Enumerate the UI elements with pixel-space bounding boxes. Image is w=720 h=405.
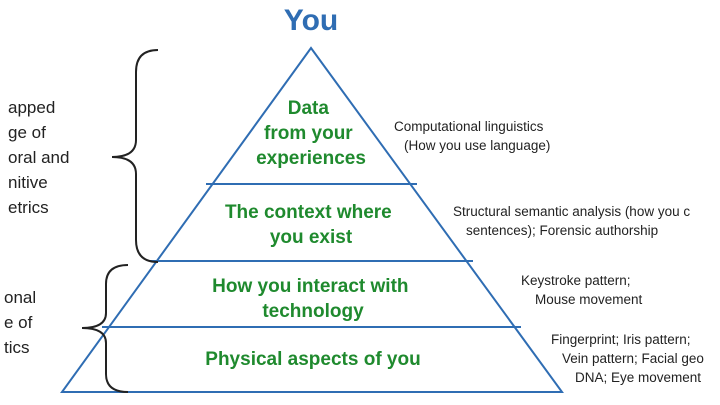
left-label-upper: apped ge of oral and nitive etrics — [8, 98, 74, 217]
tier-label: How you interact with technology — [212, 276, 414, 322]
tier-label: Physical aspects of you — [205, 349, 420, 370]
brace-upper — [111, 49, 159, 263]
tier-context: The context where you exist — [225, 202, 397, 248]
pyramid-outline — [60, 46, 564, 393]
tier-technology: How you interact with technology — [212, 276, 414, 322]
technique-note-semantic: Structural semantic analysis (how you c … — [453, 204, 694, 238]
tier-physical: Physical aspects of you — [205, 349, 420, 370]
technique-note-keystroke: Keystroke pattern; Mouse movement — [521, 273, 643, 307]
brace-lower — [81, 264, 129, 393]
technique-note-linguistics: Computational linguistics (How you use l… — [394, 119, 550, 153]
tier-label: Data from your experiences — [256, 98, 366, 169]
diagram-title: You — [284, 4, 338, 37]
technique-note-physical: Fingerprint; Iris pattern; Vein pattern;… — [551, 332, 708, 385]
tier-experiences: Data from your experiences — [256, 98, 366, 169]
left-label-lower: onal e of tics — [4, 288, 41, 357]
tier-label: The context where you exist — [225, 202, 397, 248]
